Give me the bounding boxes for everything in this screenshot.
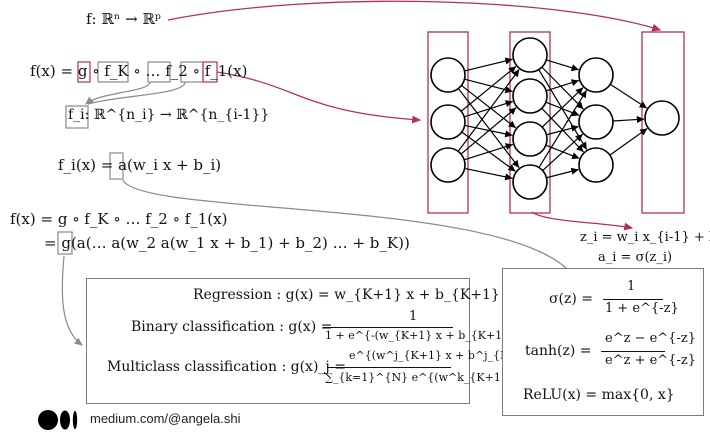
relu-formula: ReLU(x) = max{0, x} xyxy=(523,387,675,403)
tanh-label: tanh(z) = xyxy=(525,343,592,359)
network-edge xyxy=(541,87,584,128)
network-edge xyxy=(464,78,513,94)
neuron-arrow xyxy=(531,211,634,231)
sigmoid-denominator: 1 + e^{-z} xyxy=(605,301,679,316)
sigmoid-fraction-bar xyxy=(603,299,663,300)
multiclass-fraction-bar xyxy=(327,367,451,368)
fi-highlight xyxy=(65,105,89,129)
tanh-numerator: e^z − e^{-z} xyxy=(605,331,696,346)
network-edge xyxy=(460,65,517,112)
network-nodes xyxy=(430,37,680,200)
neuron-node xyxy=(512,121,548,157)
network-edge xyxy=(464,143,514,161)
network-edge xyxy=(461,84,517,129)
neuron-eq-a: a_i = σ(z_i) xyxy=(598,250,673,265)
expanded-formula-line1: f(x) = g ∘ f_K ∘ … f_2 ∘ f_1(x) xyxy=(10,210,228,228)
activation-functions-box: σ(z) = 1 1 + e^{-z} tanh(z) = e^z − e^{-… xyxy=(502,268,704,416)
layer-map-formula: f_i: ℝ^{n_i} → ℝ^{n_{i-1}} xyxy=(68,107,270,123)
neuron-node xyxy=(430,57,466,93)
map-arrow xyxy=(167,0,662,32)
layer-definition: f_i(x) = a(w_i x + b_i) xyxy=(58,156,222,174)
network-edge xyxy=(609,83,648,109)
network-edge xyxy=(457,88,520,169)
network-edge xyxy=(457,69,520,152)
network-edge xyxy=(545,101,580,117)
neuron-eq-z: z_i = w_i x_{i-1} + b_i xyxy=(580,230,710,245)
network-edge xyxy=(460,107,517,155)
network-edge xyxy=(612,115,645,124)
footer-link[interactable]: medium.com/@angela.shi xyxy=(90,411,241,426)
multiclass-label: Multiclass classification : g(x)_j = xyxy=(107,359,346,375)
network-edge xyxy=(546,167,579,179)
f2-highlight xyxy=(147,61,171,83)
network-edge xyxy=(464,57,513,72)
network-edges xyxy=(457,57,648,181)
output-arrow xyxy=(61,255,83,346)
neuron-node xyxy=(512,78,548,114)
input-layer-box xyxy=(427,31,469,214)
activation-arrow xyxy=(122,179,579,286)
neuron-node xyxy=(578,104,614,140)
neuron-node xyxy=(578,57,614,93)
neuron-node xyxy=(430,104,466,140)
sigmoid-numerator: 1 xyxy=(627,279,636,294)
input-arrow xyxy=(216,71,422,124)
g2-highlight xyxy=(57,231,73,255)
network-edge xyxy=(546,79,580,92)
network-edge xyxy=(541,66,584,110)
sigmoid-label: σ(z) = xyxy=(549,291,594,307)
tanh-fraction-bar xyxy=(601,351,665,352)
neuron-node xyxy=(430,147,466,183)
medium-logo-icon xyxy=(38,410,78,430)
neuron-node xyxy=(512,37,548,73)
tanh-denominator: e^z + e^{-z} xyxy=(605,353,696,368)
multiclass-numerator: e^{(w^j_{K+1} x + b^j_{K+1})} xyxy=(349,349,543,362)
composition-formula: f(x) = g ∘ f_K ∘ … f_2 ∘ f_1(x) xyxy=(30,62,248,80)
expanded-formula-line2: = g(a(… a(w_2 a(w_1 x + b_1) + b_2) … + … xyxy=(44,234,410,252)
layer-arrow xyxy=(85,81,151,105)
binary-fraction-bar xyxy=(323,327,453,328)
neuron-node xyxy=(644,100,680,136)
neuron-node xyxy=(512,164,548,200)
network-edge xyxy=(542,133,584,172)
network-edge xyxy=(546,59,579,72)
network-edge xyxy=(464,167,513,181)
binary-numerator: 1 xyxy=(409,309,418,324)
map-label: f: ℝⁿ → ℝᵖ xyxy=(86,10,161,28)
network-edge xyxy=(538,90,588,168)
g-highlight xyxy=(77,61,91,83)
x-highlight xyxy=(202,61,218,83)
binary-label: Binary classification : g(x) = xyxy=(131,319,333,335)
output-functions-box: Regression : g(x) = w_{K+1} x + b_{K+1} … xyxy=(86,278,612,404)
neuron-node xyxy=(578,147,614,183)
network-edge xyxy=(546,124,579,136)
fk-highlight xyxy=(97,61,129,83)
network-edge xyxy=(609,127,648,156)
a-highlight xyxy=(109,152,124,180)
network-edge xyxy=(464,100,514,118)
binary-denominator: 1 + e^{-(w_{K+1} x + b_{K+1})} xyxy=(325,329,521,342)
regression-formula: Regression : g(x) = w_{K+1} x + b_{K+1} xyxy=(193,287,500,303)
